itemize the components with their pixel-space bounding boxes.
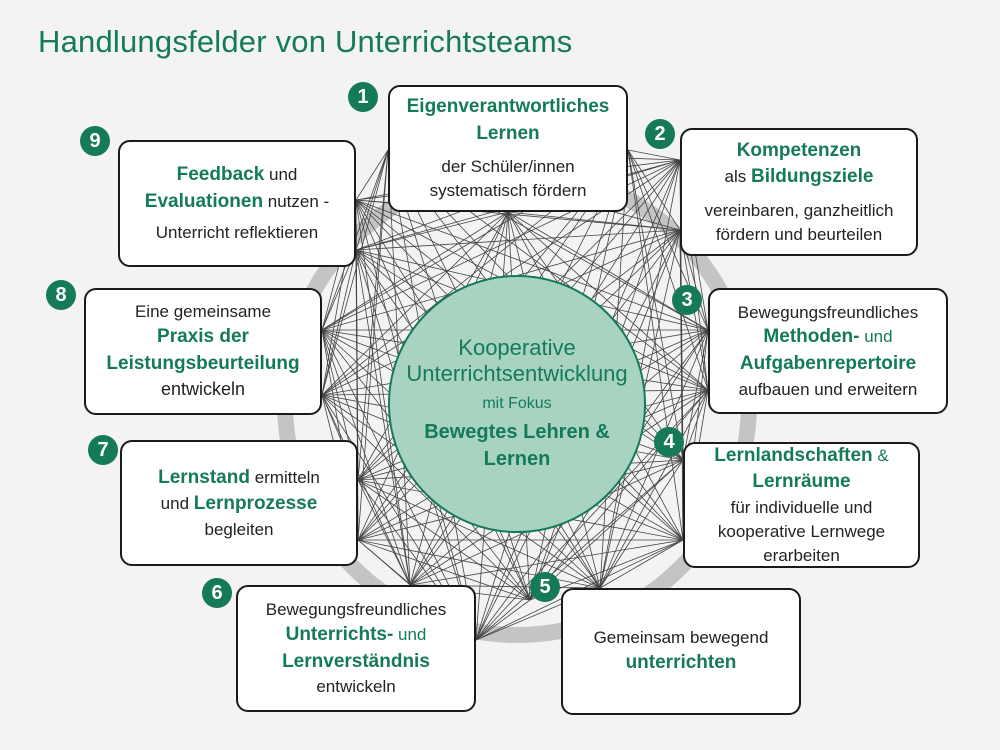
connection-line-143 [357, 539, 411, 586]
field-3-text: aufbauen und erweitern [738, 379, 918, 399]
connection-line-65 [679, 229, 684, 541]
field-5-text: Gemeinsam bewegend [593, 628, 769, 648]
field-8-title-2: Leistungsbeurteilung [106, 352, 300, 374]
connection-line-142 [357, 479, 411, 586]
field-8-text: entwickeln [160, 379, 246, 400]
connection-line-37 [627, 149, 684, 541]
connection-line-36 [627, 149, 684, 461]
field-2-text-2: fördern und beurteilen [715, 224, 883, 244]
field-badge-6: 6 [202, 578, 232, 608]
field-badge-1: 1 [348, 82, 378, 112]
field-4-text-2: kooperative Lernwege [717, 521, 886, 541]
field-badge-3: 3 [672, 285, 702, 315]
connection-line-78 [599, 329, 709, 589]
connection-line-86 [355, 199, 709, 331]
connection-line-15 [355, 149, 389, 251]
connection-line-90 [599, 389, 709, 589]
field-8-intro: Eine gemeinsame [134, 302, 272, 322]
field-2-title: Kompetenzen [736, 139, 862, 161]
connection-line-159 [321, 249, 357, 396]
field-4-text: für individuelle und [730, 497, 873, 517]
connection-line-128 [475, 599, 531, 641]
field-6-text: entwickeln [316, 677, 396, 697]
field-6-title-2: Lernverständnis [282, 650, 430, 672]
field-8-title: Praxis der [157, 326, 249, 348]
field-2-text: vereinbaren, ganzheitlich [704, 200, 894, 220]
center-line-3: mit Fokus [482, 395, 552, 413]
connection-line-130 [357, 479, 531, 601]
field-box-1: Eigenverantwortliches Lernen der Schüler… [388, 85, 628, 212]
connection-line-75 [355, 229, 681, 251]
field-4-title: Lernlandschaften & [714, 444, 889, 466]
field-box-4: Lernlandschaften & Lernräume für individ… [683, 442, 920, 568]
field-badge-7: 7 [88, 435, 118, 465]
field-4-text-3: erarbeiten [763, 545, 840, 565]
field-7-text: begleiten [204, 519, 274, 539]
connection-line-146 [355, 199, 411, 586]
field-3-title-2: Aufgabenrepertoire [739, 353, 917, 374]
field-6-intro: Bewegungsfreundliches [265, 600, 447, 620]
field-9-title-2: Evaluationen nutzen - [144, 190, 330, 212]
connection-line-145 [321, 394, 411, 586]
field-badge-5: 5 [530, 572, 560, 602]
connection-line-113 [409, 539, 684, 586]
field-7-title: Lernstand ermitteln [158, 466, 320, 488]
connection-line-31 [355, 211, 509, 251]
center-line-4: Bewegtes Lehren &Lernen [424, 421, 610, 471]
field-box-9: Feedback und Evaluationen nutzen - Unter… [118, 140, 356, 267]
field-1-title: Eigenverantwortliches [406, 96, 610, 118]
connection-line-13 [321, 149, 389, 396]
field-box-5: Gemeinsam bewegend unterrichten [561, 588, 801, 715]
connection-line-33 [627, 149, 681, 231]
connection-line-144 [321, 329, 411, 586]
field-box-2: Kompetenzen als Bildungsziele vereinbare… [680, 128, 918, 256]
connection-line-10 [357, 149, 389, 481]
connection-line-147 [355, 249, 411, 586]
field-badge-2: 2 [645, 119, 675, 149]
field-box-8: Eine gemeinsame Praxis der Leistungsbeur… [84, 288, 322, 415]
connection-line-131 [357, 539, 531, 601]
field-badge-4: 4 [654, 427, 684, 457]
field-9-text: Unterricht reflektieren [155, 223, 319, 243]
field-1-text: der Schüler/innen [441, 157, 575, 177]
connection-line-91 [529, 389, 709, 601]
field-box-7: Lernstand ermitteln und Lernprozesse beg… [120, 440, 358, 566]
connection-line-133 [321, 394, 531, 601]
connection-line-14 [355, 149, 389, 201]
connection-line-100 [599, 459, 684, 589]
center-line-2: Unterrichtsentwicklung [406, 361, 628, 386]
field-3-title: Methoden- und [763, 326, 893, 348]
field-4-title-2: Lernräume [752, 471, 851, 493]
field-1-text-2: systematisch fördern [429, 181, 587, 201]
field-box-6: Bewegungsfreundliches Unterrichts- und L… [236, 585, 476, 712]
center-circle: Kooperative Unterrichtsentwicklung mit F… [388, 275, 646, 533]
field-7-title-2: und Lernprozesse [160, 493, 318, 515]
field-2-subtitle: als Bildungsziele [724, 166, 874, 188]
field-box-3: Bewegungsfreundliches Methoden- und Aufg… [708, 288, 948, 414]
field-5-title: unterrichten [625, 652, 737, 674]
field-3-intro: Bewegungsfreundliches [737, 302, 919, 322]
page-title: Handlungsfelder von Unterrichtsteams [38, 24, 573, 59]
field-badge-8: 8 [46, 280, 76, 310]
connection-line-28 [321, 211, 509, 331]
connection-line-19 [507, 211, 709, 391]
connection-line-18 [507, 211, 709, 331]
connection-line-110 [599, 539, 684, 589]
field-badge-9: 9 [80, 126, 110, 156]
connection-line-32 [627, 149, 681, 161]
connection-line-102 [475, 459, 684, 641]
field-9-title: Feedback und [176, 164, 298, 185]
field-1-title-2: Lernen [476, 122, 540, 144]
center-line-1: Kooperative [458, 334, 576, 360]
field-6-title: Unterrichts- und [285, 623, 427, 645]
